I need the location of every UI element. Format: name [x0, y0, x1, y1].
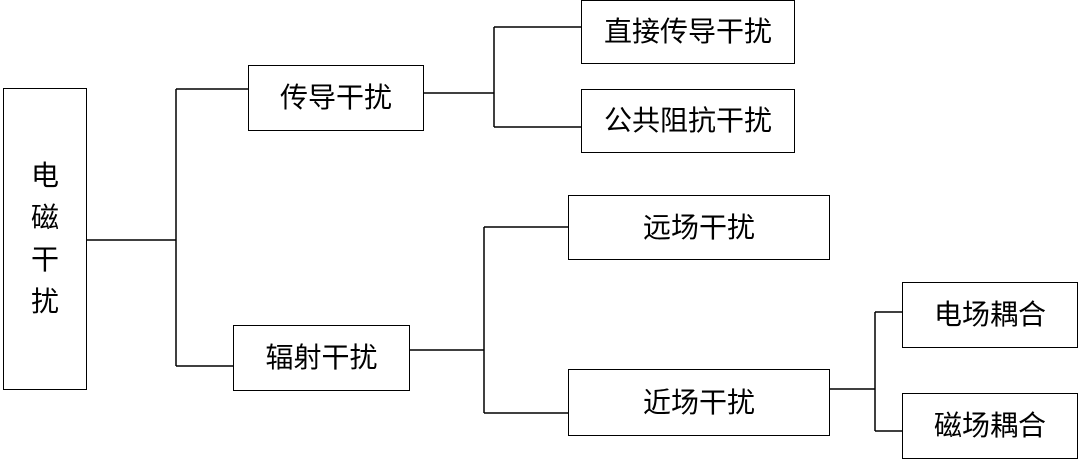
direct-conduction-node: 直接传导干扰	[581, 0, 795, 64]
electric-coupling-node: 电场耦合	[902, 282, 1078, 348]
near-field-label: 近场干扰	[642, 385, 755, 419]
common-impedance-label: 公共阻抗干扰	[603, 104, 772, 137]
magnetic-coupling-node: 磁场耦合	[902, 393, 1078, 459]
far-field-node: 远场干扰	[568, 195, 830, 260]
root-char-2: 磁	[30, 201, 59, 234]
common-impedance-node: 公共阻抗干扰	[581, 89, 795, 153]
root-char-4: 扰	[30, 285, 59, 318]
conducted-node: 传导干扰	[248, 65, 424, 131]
root-char-1: 电	[30, 159, 59, 192]
radiated-label: 辐射干扰	[265, 341, 378, 374]
root-char-3: 干	[30, 243, 59, 276]
magnetic-coupling-label: 磁场耦合	[933, 409, 1046, 442]
conducted-label: 传导干扰	[279, 81, 392, 114]
near-field-node: 近场干扰	[568, 369, 830, 436]
radiated-node: 辐射干扰	[233, 325, 410, 391]
direct-conduction-label: 直接传导干扰	[603, 15, 772, 48]
electric-coupling-label: 电场耦合	[933, 298, 1046, 331]
far-field-label: 远场干扰	[642, 210, 755, 244]
root-node: 电 磁 干 扰	[3, 88, 87, 390]
